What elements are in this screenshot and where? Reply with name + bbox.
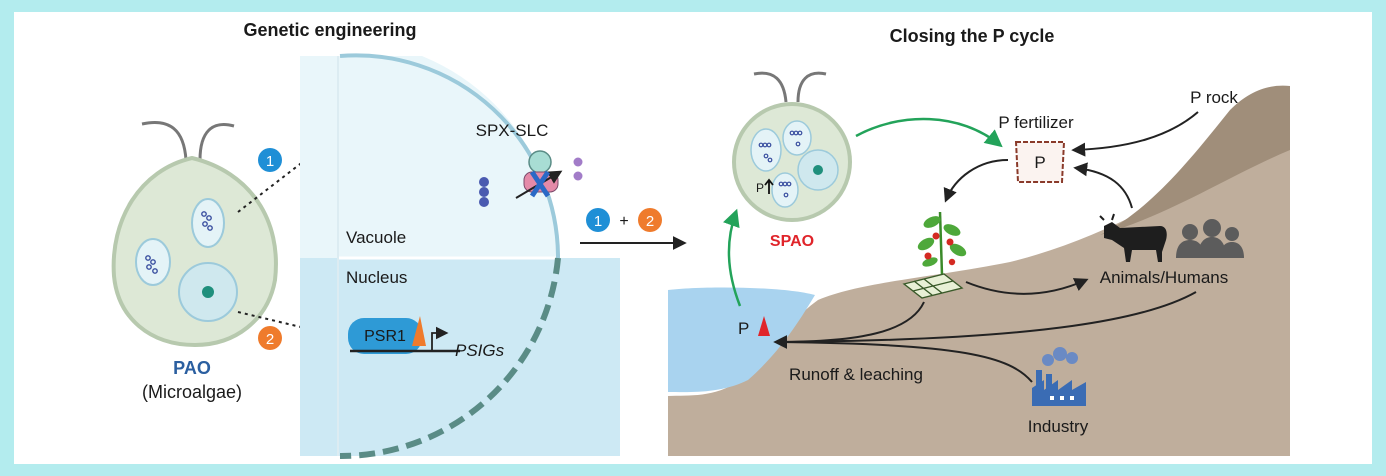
pao-sublabel: (Microalgae) — [142, 382, 242, 402]
runoff-leaching-label: Runoff & leaching — [789, 365, 923, 384]
spao-flagella-icon — [753, 71, 827, 103]
field-plot-icon — [902, 273, 964, 299]
psigs-label: PSIGs — [455, 341, 505, 360]
fertilizer-bag-icon — [1014, 141, 1066, 183]
red-triangle-icon — [758, 316, 770, 336]
spao-polyphosphate-granule-icon — [758, 130, 803, 198]
arrow-animals-runoff — [779, 291, 1197, 343]
polyphosphate-granule-icon — [145, 211, 213, 274]
pao-label: PAO — [173, 358, 211, 378]
vacuole-upper — [191, 198, 225, 248]
nucleolus — [202, 286, 214, 298]
vacuole-label: Vacuole — [346, 228, 406, 247]
p-rock-label: P rock — [1190, 88, 1238, 107]
psr1-orange-triangle — [412, 316, 426, 346]
combo-plus: + — [619, 213, 628, 230]
vacuole-membrane — [339, 53, 561, 259]
closing-p-cycle-title: Closing the P cycle — [890, 26, 1055, 46]
step-1-badge — [258, 148, 282, 172]
up-arrow-icon — [764, 178, 774, 194]
spx-slc-label: SPX-SLC — [476, 121, 549, 140]
green-arrow-to-fertilizer — [855, 117, 1003, 148]
gene-promoter-arrow-icon — [431, 326, 449, 351]
factory-icon — [1032, 347, 1086, 406]
cow-icon — [1099, 213, 1167, 262]
vacuole-lower — [135, 238, 171, 286]
industry-label: Industry — [1028, 417, 1089, 436]
combo-badge-1 — [586, 208, 610, 232]
nucleus-label: Nucleus — [346, 268, 407, 287]
spao-p-label: P — [756, 181, 764, 195]
spao-cell: P — [732, 71, 852, 222]
water-p-label: P — [738, 319, 749, 338]
spx-slc-transporter — [515, 150, 563, 199]
genetic-engineering-title: Genetic engineering — [243, 20, 416, 40]
psr1-gene-module: PSR1 PSIGs — [348, 316, 505, 360]
arrow-industry-runoff — [779, 341, 1033, 383]
step-2-badge — [258, 326, 282, 350]
step-1-badge-text: 1 — [266, 153, 274, 170]
phosphate-bead-icon — [479, 157, 583, 207]
fertilizer-label: P fertilizer — [998, 113, 1074, 132]
psr1-label: PSR1 — [364, 328, 406, 345]
water — [668, 287, 815, 393]
arrow-plant-to-animals — [965, 278, 1089, 295]
tomato-plant-icon — [917, 211, 967, 276]
hill — [1100, 85, 1290, 236]
arrow-rock-to-fertilizer — [1071, 111, 1199, 157]
arrow-animals-to-fertilizer — [1073, 162, 1133, 209]
arrow-fertilizer-to-plant — [943, 159, 1009, 203]
animals-humans-label: Animals/Humans — [1100, 268, 1229, 287]
pao-cell — [111, 121, 278, 348]
green-arrow-from-water — [723, 208, 742, 307]
people-icon — [1176, 219, 1244, 258]
combo-badge-2-text: 2 — [646, 213, 654, 230]
nuclear-envelope — [339, 257, 561, 460]
step-2-badge-text: 2 — [266, 331, 274, 348]
flagella-icon — [141, 121, 235, 161]
knockout-x-icon — [529, 170, 551, 198]
spao-label: SPAO — [770, 233, 814, 250]
combo-badge-2 — [638, 208, 662, 232]
combo-badge-1-text: 1 — [594, 213, 602, 230]
psr1-protein — [348, 318, 422, 354]
landscape — [668, 85, 1290, 456]
fertilizer-bag-label: P — [1034, 153, 1045, 172]
